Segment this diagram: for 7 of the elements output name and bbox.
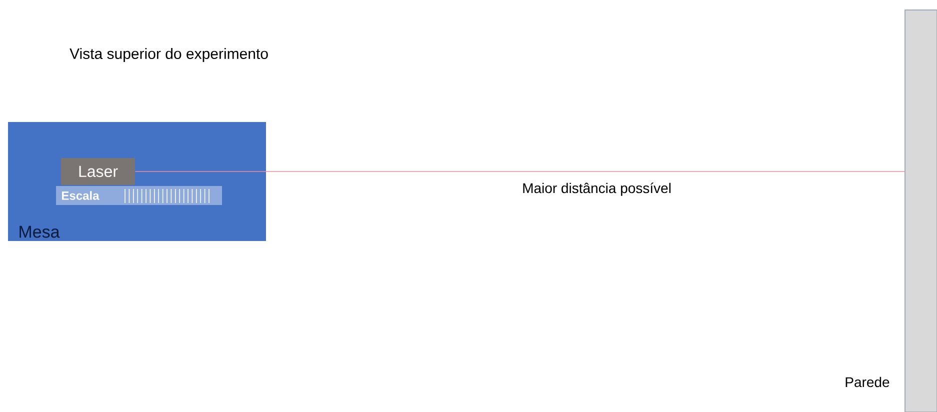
wall: Parede bbox=[846, 10, 937, 412]
title: Vista superior do experimento bbox=[70, 48, 268, 62]
node-label: Parede bbox=[846, 376, 890, 388]
laser-beam bbox=[134, 171, 905, 172]
edge-label: Maior distância possível bbox=[521, 182, 672, 197]
laser-box: Laser bbox=[61, 158, 135, 185]
scale-bar: Escala bbox=[56, 186, 222, 205]
